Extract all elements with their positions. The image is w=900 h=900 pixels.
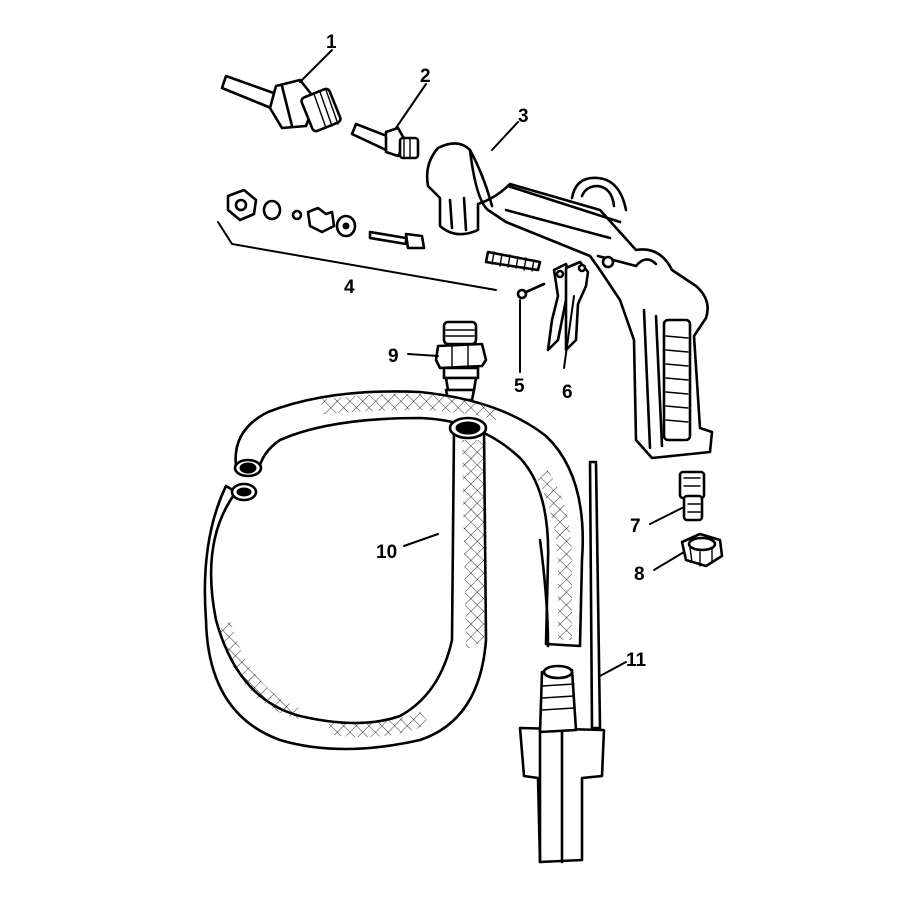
callout-11: 11	[626, 650, 647, 671]
part-5-pin	[516, 282, 546, 300]
callout-9: 9	[388, 346, 399, 367]
part-4-valve-components	[217, 188, 542, 291]
callout-1: 1	[326, 32, 337, 53]
callout-8: 8	[634, 564, 645, 585]
part-7-nipple	[678, 470, 706, 522]
part-2-small-nozzle	[350, 122, 420, 160]
callout-5: 5	[514, 376, 525, 397]
part-6-trigger	[546, 260, 590, 352]
callout-numbers: 1 2 3 4 5 6 7 8 9 10 11	[326, 32, 647, 671]
part-11-suction-tube	[518, 460, 606, 864]
callout-3: 3	[518, 106, 529, 127]
callout-6: 6	[562, 382, 573, 403]
part-9-hose-nipple	[434, 320, 488, 402]
callout-2: 2	[420, 66, 431, 87]
callout-10: 10	[376, 542, 397, 563]
part-3-gun-body	[425, 142, 714, 460]
part-8-nut	[680, 532, 724, 568]
part-1-large-nozzle	[220, 74, 342, 133]
callout-4: 4	[344, 277, 355, 298]
callout-7: 7	[630, 516, 641, 537]
leader-lines	[299, 49, 685, 677]
part-10-hose	[203, 390, 584, 751]
